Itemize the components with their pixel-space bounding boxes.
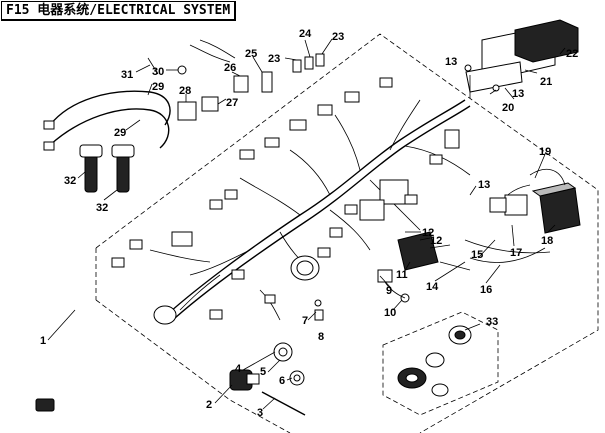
- callout-12a: 12: [422, 227, 434, 239]
- callout-15: 15: [471, 249, 483, 261]
- callout-23a: 23: [332, 31, 344, 43]
- callout-24: 24: [299, 28, 312, 40]
- charging-port-boundary: [382, 311, 499, 416]
- callout-13c: 13: [478, 179, 490, 191]
- callout-2: 2: [206, 399, 212, 411]
- callout-11: 11: [396, 269, 408, 281]
- callout-32a: 32: [64, 175, 76, 187]
- callout-16: 16: [480, 284, 492, 296]
- callout-25: 25: [245, 48, 257, 60]
- callout-33: 33: [486, 316, 498, 328]
- callouts: 1 2 3 4 5 6 7 8 9 10 11 12 12 13 13 13 1…: [40, 28, 578, 419]
- leader-lines: [47, 38, 566, 410]
- callout-5: 5: [260, 366, 266, 378]
- main-wiring-harness: [111, 77, 471, 325]
- callout-12b: 12: [430, 235, 442, 247]
- callout-9: 9: [386, 285, 392, 297]
- callout-32b: 32: [96, 202, 108, 214]
- callout-3: 3: [257, 407, 263, 419]
- callout-21: 21: [540, 76, 552, 88]
- switch-components: [35, 342, 306, 416]
- diagram-title: F15 电器系统/ELECTRICAL SYSTEM: [1, 1, 237, 21]
- callout-13b: 13: [512, 88, 524, 100]
- battery-assembly: [464, 168, 581, 263]
- callout-17: 17: [510, 247, 522, 259]
- callout-28: 28: [179, 85, 191, 97]
- callout-10: 10: [384, 307, 396, 319]
- callout-22: 22: [566, 48, 578, 60]
- callout-7: 7: [302, 315, 308, 327]
- callout-20: 20: [502, 102, 514, 114]
- callout-30: 30: [152, 66, 164, 78]
- callout-26: 26: [224, 62, 236, 74]
- callout-8: 8: [318, 331, 324, 343]
- harness-boundary: [95, 33, 599, 433]
- charging-socket: [397, 325, 472, 397]
- callout-27: 27: [226, 97, 238, 109]
- callout-19: 19: [539, 146, 551, 158]
- callout-29a: 29: [152, 81, 164, 93]
- callout-31: 31: [121, 69, 133, 81]
- callout-1: 1: [40, 335, 46, 347]
- ecu-assembly: [464, 19, 579, 93]
- callout-23b: 23: [268, 53, 280, 65]
- callout-18: 18: [541, 235, 553, 247]
- callout-29b: 29: [114, 127, 126, 139]
- ignition-components: [43, 39, 325, 193]
- callout-4: 4: [235, 363, 242, 375]
- callout-6: 6: [279, 375, 285, 387]
- callout-14: 14: [426, 281, 439, 293]
- regulator-assembly: [314, 231, 471, 321]
- callout-13a: 13: [445, 56, 457, 68]
